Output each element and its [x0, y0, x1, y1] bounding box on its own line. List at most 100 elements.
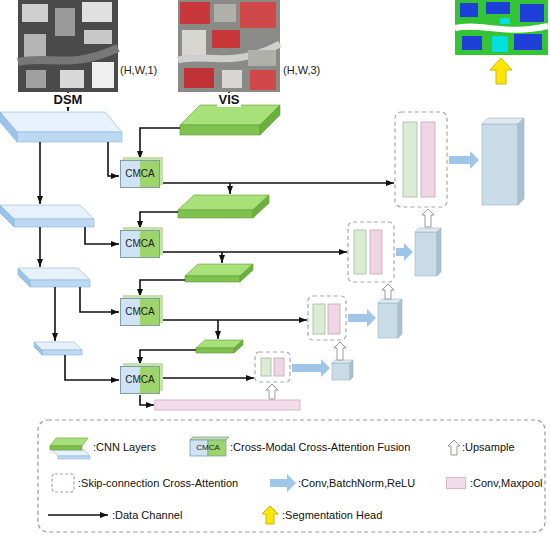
vis-image — [250, 70, 276, 90]
conv-bn-relu-arrow — [396, 243, 413, 261]
vis-cnn-layer — [234, 340, 243, 353]
legend-skip-icon — [52, 474, 74, 492]
node-text: CMCA — [125, 168, 154, 180]
data-channel — [39, 142, 41, 204]
dsm-cnn-layer — [17, 132, 122, 142]
dsm-image — [92, 62, 114, 88]
legend-head-icon — [262, 506, 278, 524]
data-channel — [85, 227, 119, 244]
data-channel — [161, 251, 347, 253]
data-channel — [140, 280, 185, 297]
cmca-fusion-box: CMCA — [120, 298, 160, 326]
decoder-feature-block — [332, 118, 524, 380]
legend-cnn-icon — [50, 446, 82, 450]
node-text: CMCA — [125, 374, 154, 386]
input-image: VIS — [178, 0, 280, 108]
vis-cnn-layer — [260, 105, 280, 135]
legend-data-channel-icon — [48, 514, 108, 516]
vis-image — [248, 50, 276, 66]
attention-feature — [313, 304, 325, 334]
legend-cnn-icon — [52, 450, 90, 456]
vis-image — [240, 2, 276, 28]
vis-cnn-layer — [196, 348, 234, 353]
vis-image — [214, 4, 236, 22]
dsm-cnn-layer — [30, 280, 90, 287]
dsm-cnn-layer — [0, 205, 14, 227]
upsample-arrow — [422, 209, 434, 227]
data-channel — [161, 319, 307, 321]
legend-conv-arrow-icon — [270, 474, 296, 492]
dsm-cnn-layer — [34, 342, 42, 355]
segmentation-output — [486, 2, 510, 14]
legend-text: :Upsample — [462, 440, 515, 454]
segmentation-output — [514, 34, 542, 50]
attention-feature — [328, 304, 340, 334]
data-channel — [217, 320, 219, 339]
legend-skip-icon — [52, 474, 74, 492]
dsm-image — [18, 48, 118, 62]
node-label: VIS — [178, 90, 280, 108]
conv-maxpool-bar — [155, 400, 300, 410]
data-channel — [140, 350, 196, 365]
legend-text: :Segmentation Head — [282, 508, 382, 522]
skip-cross-attention-box — [308, 296, 346, 340]
dsm-cnn-layer — [18, 268, 30, 287]
skip-cross-attention-box — [255, 352, 290, 382]
vis-image — [178, 0, 280, 92]
segmentation-output — [455, 0, 548, 55]
data-channel — [229, 183, 231, 194]
legend-text: :Skip-connection Cross-Attention — [78, 476, 238, 490]
legend-cnn-icon — [50, 438, 88, 446]
legend-cnn-icon — [58, 456, 90, 459]
dsm-image — [18, 0, 118, 92]
segmentation-head-arrow — [490, 58, 512, 84]
dsm-cnn-layer — [0, 112, 122, 132]
data-channel — [221, 252, 223, 263]
dsm-cnn-layer — [18, 268, 90, 280]
dsm-cnn-layer — [14, 219, 94, 227]
cmca-fusion-box: CMCA — [120, 230, 160, 258]
legend-text: :Data Channel — [112, 508, 182, 522]
data-channel — [161, 182, 394, 184]
attention-feature — [274, 358, 284, 376]
skip-cross-attention-box — [348, 222, 394, 282]
node-text: CMCA — [125, 238, 154, 250]
attention-feature — [354, 230, 366, 274]
dsm-image — [22, 4, 48, 22]
vis-image — [184, 68, 214, 88]
shape-annotation: (H,W,1) — [120, 64, 157, 77]
data-channel — [140, 212, 178, 229]
attention-feature — [421, 122, 435, 197]
segmentation-output — [520, 4, 544, 22]
legend-text: :Conv,BatchNorm,ReLU — [298, 476, 415, 490]
legend-cnn-icon — [50, 438, 90, 459]
vis-cnn-layer — [180, 125, 260, 135]
dsm-image — [55, 8, 75, 36]
skip-cross-attention-box — [255, 112, 447, 382]
legend-cmca-icon — [190, 437, 229, 440]
legend-cmca-icon — [190, 437, 229, 456]
node-text: DSM — [52, 93, 85, 107]
attention-feature — [261, 122, 435, 376]
decoder-feature-block — [332, 363, 350, 380]
decoder-feature-block — [437, 228, 441, 276]
vis-image — [180, 2, 210, 24]
attention-feature — [403, 122, 417, 197]
legend-head-icon — [262, 506, 278, 524]
dsm-image — [18, 0, 118, 92]
legend-text: :Conv,Maxpool — [470, 476, 543, 490]
dsm-image — [82, 2, 112, 22]
data-channel — [140, 128, 180, 159]
upsample-arrow — [266, 384, 278, 399]
conv-maxpool-bar — [155, 400, 300, 410]
legend-conv-arrow-icon — [270, 474, 296, 492]
decoder-feature-block — [415, 228, 441, 232]
vis-image — [222, 70, 242, 88]
node-text: CMCA — [125, 306, 154, 318]
upsample-arrow — [334, 342, 346, 360]
input-image: DSM — [18, 0, 118, 108]
data-channel — [80, 287, 119, 312]
vis-image — [182, 30, 206, 56]
